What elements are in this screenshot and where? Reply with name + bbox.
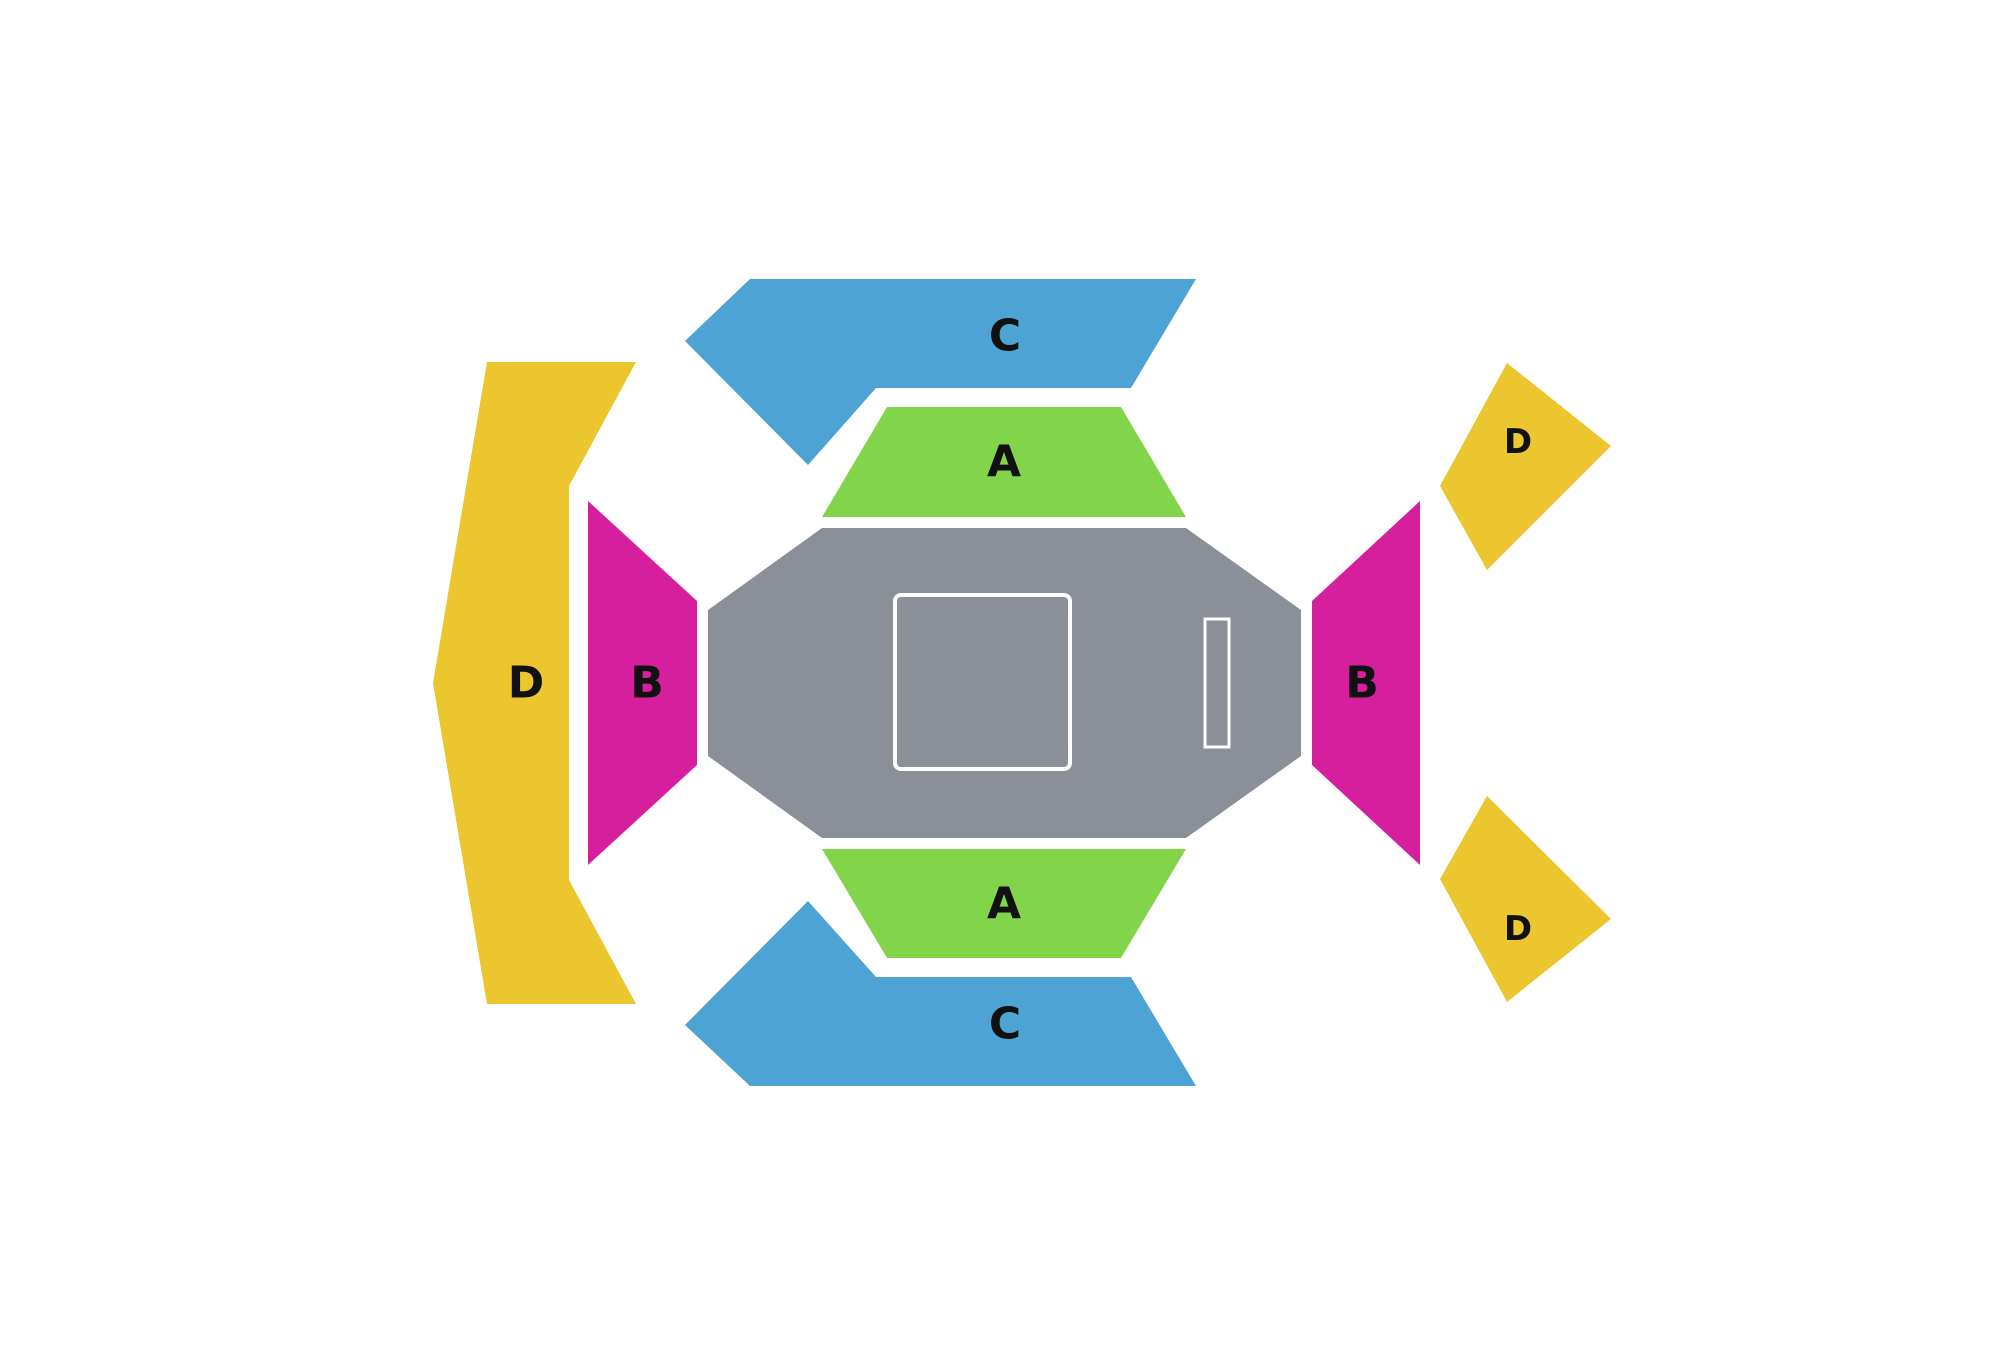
section-d-left-label: D [508,658,545,709]
section-c-top-label: C [989,311,1021,362]
section-d-left-shape[interactable] [433,362,636,1004]
section-a-bottom[interactable]: A [822,849,1186,958]
section-d-right-bottom[interactable]: D [1440,796,1611,1002]
section-a-top[interactable]: A [822,407,1186,517]
stage-platform [893,593,1072,771]
section-c-bottom-label: C [989,999,1021,1050]
section-c-top[interactable]: C [685,279,1196,465]
section-a-bottom-label: A [987,879,1021,930]
section-c-bottom[interactable]: C [685,901,1196,1086]
section-d-right-bottom-label: D [1504,909,1532,949]
section-b-left[interactable]: B [588,501,697,865]
section-a-top-shape[interactable] [822,407,1186,517]
stage-floor [708,528,1301,838]
section-c-top-shape[interactable] [685,279,1196,465]
stage [708,528,1301,838]
section-b-right[interactable]: B [1312,501,1420,865]
section-d-right-top-label: D [1504,422,1532,462]
stage-runway [1203,617,1231,749]
section-d-right-bottom-shape[interactable] [1440,796,1611,1002]
section-b-right-shape[interactable] [1312,501,1420,865]
section-d-right-top-shape[interactable] [1440,363,1611,570]
section-d-right-top[interactable]: D [1440,363,1611,570]
section-a-bottom-shape[interactable] [822,849,1186,958]
section-b-left-shape[interactable] [588,501,697,865]
section-d-left[interactable]: D [433,362,636,1004]
section-b-right-label: B [1345,658,1379,709]
section-a-top-label: A [987,437,1021,488]
section-c-bottom-shape[interactable] [685,901,1196,1086]
section-b-left-label: B [630,658,664,709]
